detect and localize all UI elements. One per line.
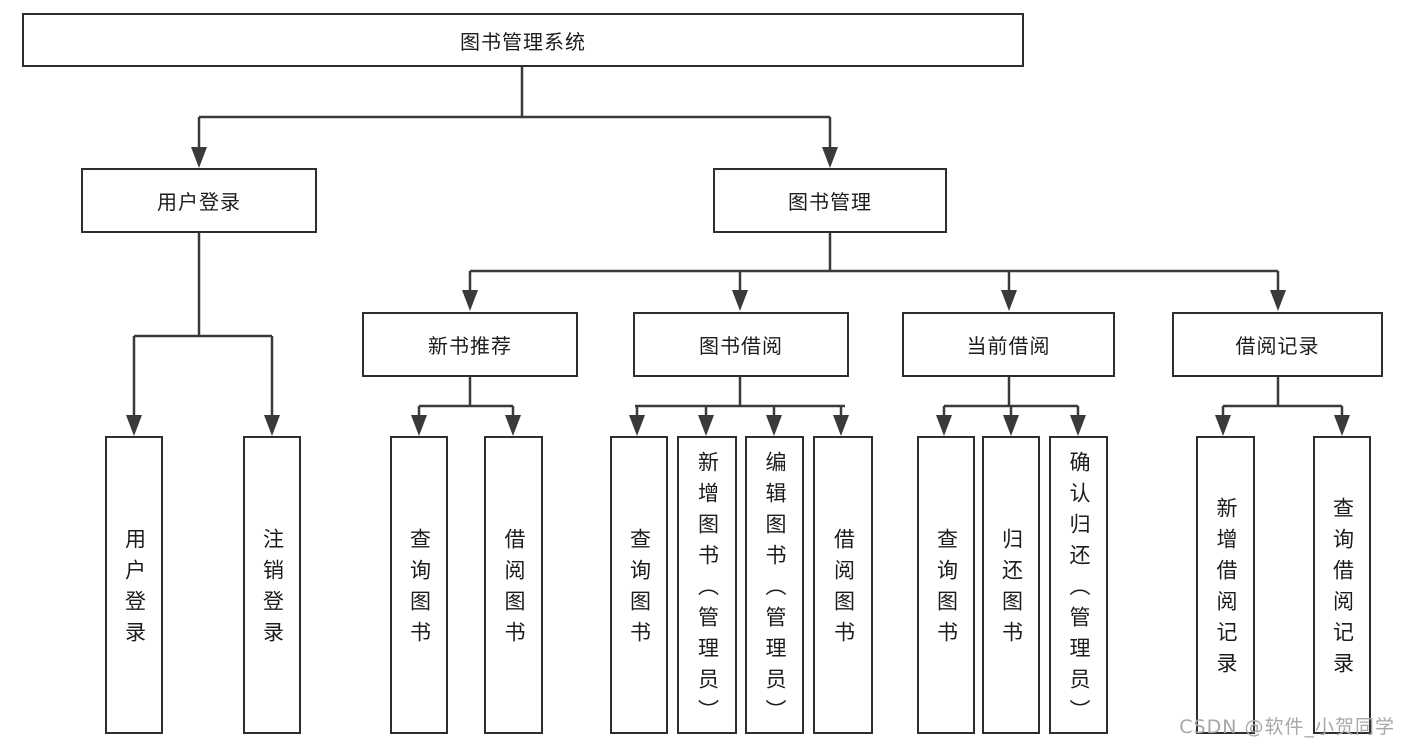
leaf-query-books-current: 查询图书 xyxy=(917,436,975,734)
node-label: 当前借阅 xyxy=(966,334,1051,358)
node-label: 借阅图书 xyxy=(502,528,526,652)
leaf-return-books: 归还图书 xyxy=(982,436,1040,734)
node-label: 借阅记录 xyxy=(1235,334,1320,358)
node-label: 确认归还（管理员） xyxy=(1067,450,1091,730)
node-new-book-recommend: 新书推荐 xyxy=(362,312,578,377)
node-label: 查询图书 xyxy=(407,528,432,652)
node-library-system: 图书管理系统 xyxy=(22,13,1024,67)
leaf-borrow-books-recommend: 借阅图书 xyxy=(484,436,543,734)
node-label: 归还图书 xyxy=(999,528,1024,652)
leaf-add-borrow-record: 新增借阅记录 xyxy=(1196,436,1255,734)
leaf-query-books-borrowing: 查询图书 xyxy=(610,436,668,734)
csdn-watermark: CSDN @软件_小贺同学 xyxy=(1179,716,1395,738)
node-label: 查询图书 xyxy=(627,528,652,652)
node-label: 用户登录 xyxy=(157,190,241,214)
node-label: 图书管理系统 xyxy=(460,29,586,54)
leaf-edit-books-admin: 编辑图书（管理员） xyxy=(745,436,804,734)
leaf-borrow-books-borrowing: 借阅图书 xyxy=(813,436,873,734)
node-label: 注销登录 xyxy=(260,528,285,652)
node-label: 新增图书（管理员） xyxy=(695,450,720,730)
node-label: 图书借阅 xyxy=(699,334,783,358)
node-label: 查询图书 xyxy=(934,528,959,652)
node-label: 借阅图书 xyxy=(831,528,856,652)
node-book-management: 图书管理 xyxy=(713,168,947,233)
node-label: 新书推荐 xyxy=(428,334,512,358)
leaf-user-login: 用户登录 xyxy=(105,436,163,734)
leaf-confirm-return-admin: 确认归还（管理员） xyxy=(1049,436,1108,734)
node-label: 新增借阅记录 xyxy=(1214,497,1238,683)
leaf-query-books-recommend: 查询图书 xyxy=(390,436,448,734)
leaf-logout-login: 注销登录 xyxy=(243,436,301,734)
node-user-login: 用户登录 xyxy=(81,168,317,233)
node-current-borrowing: 当前借阅 xyxy=(902,312,1115,377)
node-label: 查询借阅记录 xyxy=(1330,497,1355,683)
node-label: 编辑图书（管理员） xyxy=(763,450,787,730)
leaf-query-borrow-record: 查询借阅记录 xyxy=(1313,436,1371,734)
leaf-add-books-admin: 新增图书（管理员） xyxy=(677,436,737,734)
arrowheads xyxy=(126,147,1350,436)
tree-edges xyxy=(132,67,1344,418)
node-label: 图书管理 xyxy=(788,190,872,214)
node-borrowing-records: 借阅记录 xyxy=(1172,312,1383,377)
node-label: 用户登录 xyxy=(122,528,147,652)
node-book-borrowing: 图书借阅 xyxy=(633,312,849,377)
